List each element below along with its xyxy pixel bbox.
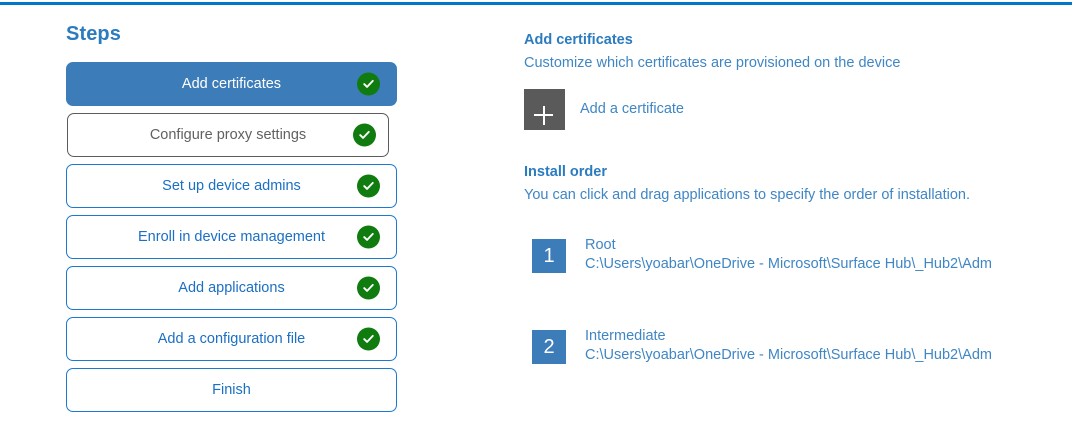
step-label: Configure proxy settings	[149, 126, 307, 143]
check-circle-icon	[357, 174, 380, 198]
step-label: Add a configuration file	[157, 330, 306, 347]
detail-pane: Add certificates Customize which certifi…	[524, 31, 1024, 365]
steps-pane: Steps Add certificates Configure proxy s…	[66, 22, 397, 412]
plus-icon	[524, 89, 565, 130]
step-item-add-applications[interactable]: Add applications	[66, 266, 397, 310]
detail-heading: Add certificates	[524, 32, 633, 48]
install-order-subheading: You can click and drag applications to s…	[524, 187, 971, 203]
step-list: Add certificates Configure proxy setting…	[66, 62, 397, 412]
install-order-list: 1 Root C:\Users\yoabar\OneDrive - Micros…	[524, 236, 1024, 365]
step-item-configure-proxy-settings[interactable]: Configure proxy settings	[67, 113, 389, 157]
order-number-badge: 2	[532, 330, 566, 364]
order-item-text: Intermediate C:\Users\yoabar\OneDrive - …	[585, 327, 1014, 365]
check-circle-icon	[357, 72, 380, 96]
install-order-item[interactable]: 1 Root C:\Users\yoabar\OneDrive - Micros…	[524, 236, 1014, 274]
step-item-add-a-configuration-file[interactable]: Add a configuration file	[66, 317, 397, 361]
install-order-item[interactable]: 2 Intermediate C:\Users\yoabar\OneDrive …	[524, 327, 1014, 365]
step-label: Finish	[212, 381, 251, 398]
add-certificate-button[interactable]: Add a certificate	[524, 89, 724, 130]
add-certificate-label: Add a certificate	[580, 101, 684, 118]
install-order-heading: Install order	[524, 164, 607, 180]
check-circle-icon	[357, 276, 380, 300]
steps-title: Steps	[66, 23, 121, 45]
step-label: Add applications	[178, 279, 285, 296]
detail-subheading: Customize which certificates are provisi…	[524, 55, 901, 71]
order-item-path: C:\Users\yoabar\OneDrive - Microsoft\Sur…	[585, 256, 992, 272]
step-label: Set up device admins	[162, 177, 301, 194]
step-item-add-certificates[interactable]: Add certificates	[66, 62, 397, 106]
order-item-name: Intermediate	[585, 328, 666, 344]
order-item-text: Root C:\Users\yoabar\OneDrive - Microsof…	[585, 236, 1014, 274]
step-item-finish[interactable]: Finish	[66, 368, 397, 412]
step-item-set-up-device-admins[interactable]: Set up device admins	[66, 164, 397, 208]
order-item-name: Root	[585, 237, 616, 253]
top-accent-rule	[0, 2, 1072, 5]
step-label: Add certificates	[181, 75, 282, 92]
check-circle-icon	[357, 327, 380, 351]
check-circle-icon	[353, 123, 376, 147]
check-circle-icon	[357, 225, 380, 249]
step-item-enroll-in-device-management[interactable]: Enroll in device management	[66, 215, 397, 259]
order-number-badge: 1	[532, 239, 566, 273]
step-label: Enroll in device management	[138, 228, 325, 245]
install-order-section: Install order You can click and drag app…	[524, 163, 1024, 365]
order-item-path: C:\Users\yoabar\OneDrive - Microsoft\Sur…	[585, 347, 992, 363]
